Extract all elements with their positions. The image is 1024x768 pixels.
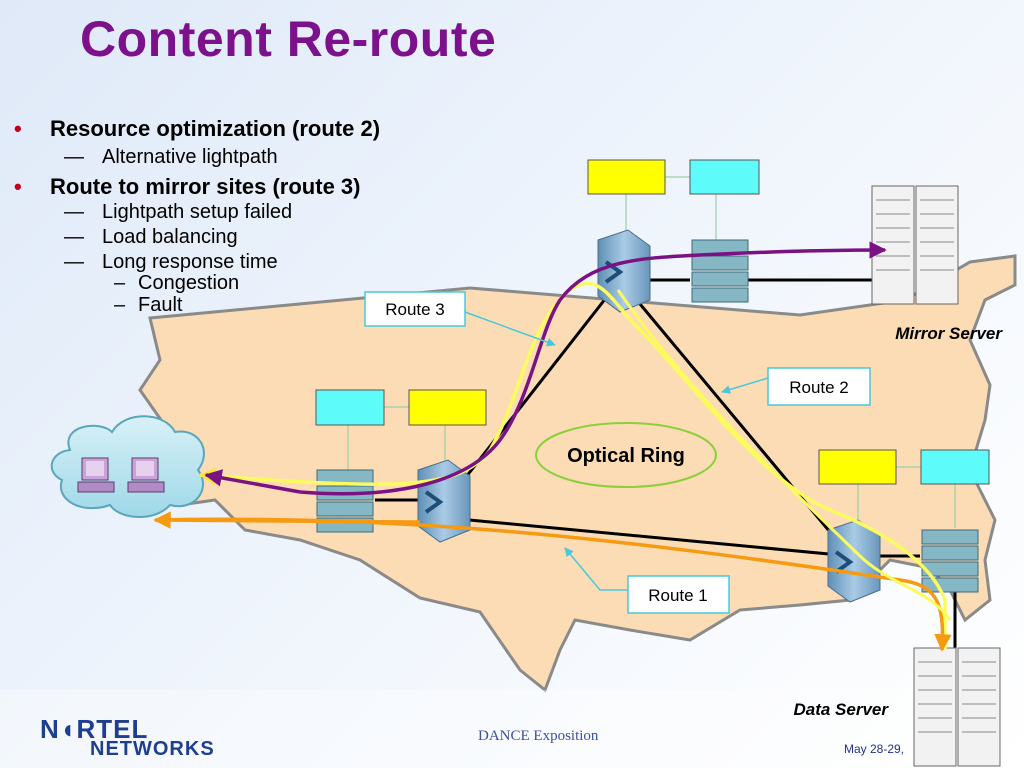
sub-bullet-item: — Long response time — [64, 251, 278, 274]
route3-purple-path — [299, 241, 887, 496]
dash-icon: — — [64, 226, 84, 248]
client-cloud — [50, 415, 205, 518]
dash-icon: – — [114, 294, 126, 316]
bullet-text: Resource optimization (route 2) — [50, 116, 381, 141]
svg-text:Route 3: Route 3 — [385, 300, 445, 319]
cyan-box-top — [689, 159, 760, 195]
bullet-item: • Resource optimization (route 2) — [14, 116, 380, 142]
box-connectors — [347, 176, 956, 528]
sub-sub-bullet-text: Congestion — [138, 272, 240, 294]
svg-text:Optical Ring: Optical Ring — [567, 445, 685, 467]
bullet-text: Route to mirror sites (route 3) — [50, 174, 361, 199]
sub-bullet-item: — Alternative lightpath — [64, 146, 278, 169]
route3-label: Route 3 — [364, 291, 466, 327]
slide-title: Content Re-route — [80, 11, 497, 67]
sub-bullet-text: Alternative lightpath — [102, 146, 278, 168]
cyan-box-left — [315, 389, 385, 426]
route3-callout-arrow — [464, 311, 556, 347]
sub-sub-bullet-item: –Fault — [114, 294, 182, 317]
mirror-server-label: Mirror Server — [895, 324, 1003, 343]
route1-return — [153, 511, 421, 529]
dash-icon: — — [64, 146, 84, 168]
sub-bullet-item: — Lightpath setup failed — [64, 201, 292, 224]
dash-icon: — — [64, 201, 84, 223]
sub-bullet-text: Load balancing — [102, 226, 238, 248]
sub-bullet-text: Long response time — [102, 251, 278, 273]
svg-text:Route 2: Route 2 — [789, 378, 849, 397]
bullet-dot-icon: • — [14, 174, 22, 199]
data-server-icon — [913, 647, 1001, 767]
nortel-logo: N◖RTEL — [40, 714, 149, 744]
sub-sub-bullet-text: Fault — [138, 294, 183, 316]
dash-icon: — — [64, 251, 84, 273]
route2-path — [616, 289, 952, 621]
yellow-box-top — [587, 159, 666, 195]
cyan-box-right — [920, 449, 990, 485]
optical-switch-right — [827, 519, 881, 603]
svg-text:Route 1: Route 1 — [648, 586, 708, 605]
route1-label: Route 1 — [627, 575, 730, 614]
sub-bullet-item: — Load balancing — [64, 226, 238, 249]
bullet-item: • Route to mirror sites (route 3) — [14, 174, 360, 200]
route1-callout-arrow — [564, 547, 628, 591]
footer-band — [0, 690, 1024, 768]
route3-purple-return — [204, 469, 301, 494]
nortel-logo-networks: NETWORKS — [90, 738, 215, 760]
optical-ring-label: Optical Ring — [535, 422, 717, 488]
yellow-box-right — [818, 449, 897, 485]
footer-event: DANCE Exposition — [478, 728, 599, 744]
footer-date: May 28-29, — [844, 742, 905, 756]
dash-icon: – — [114, 272, 126, 294]
mirror-server-icon — [871, 185, 959, 305]
bullet-dot-icon: • — [14, 116, 22, 141]
route2-label: Route 2 — [767, 367, 871, 406]
router-top — [691, 239, 749, 303]
sub-sub-bullet-item: –Congestion — [114, 272, 239, 295]
route2-callout-arrow — [721, 377, 769, 394]
yellow-box-left — [408, 389, 487, 426]
data-server-label: Data Server — [793, 700, 889, 719]
sub-bullet-text: Lightpath setup failed — [102, 201, 293, 223]
